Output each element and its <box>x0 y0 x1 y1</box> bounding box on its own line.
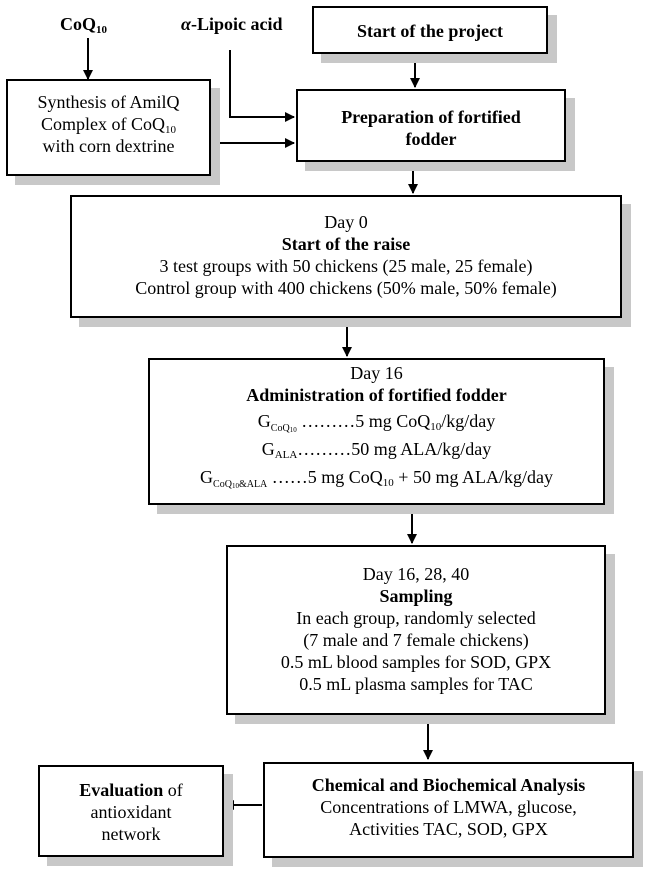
lipoic-acid-text: -Lipoic acid <box>190 14 283 34</box>
dose-row-ala-g: G <box>261 439 275 459</box>
dose-row-coq10-dots: ………5 mg CoQ <box>296 411 431 431</box>
sampling-line-3: 0.5 mL blood samples for SOD, GPX <box>280 652 552 672</box>
synthesis-line-3: with corn dextrine <box>42 136 175 156</box>
synthesis-line-2-text: Complex of CoQ <box>41 114 165 134</box>
dose-row-coq10: GCoQ10 ………5 mg CoQ10/kg/day <box>150 410 603 434</box>
dose-row-coq10-rest: /kg/day <box>441 411 496 431</box>
dose-row-combined-gsub2: 10 <box>231 482 239 490</box>
evaluation-line-2: antioxidant <box>90 802 172 822</box>
dose-row-combined-gsub3: &ALA <box>238 479 268 490</box>
sampling-day: Day 16, 28, 40 <box>362 564 470 584</box>
dose-row-coq10-g: G <box>257 411 271 431</box>
coq10-label-text: CoQ <box>60 14 96 34</box>
synthesis-line-1: Synthesis of AmilQ <box>37 92 180 112</box>
dose-row-ala-rest: ………50 mg ALA/kg/day <box>297 439 492 459</box>
day0-line-1: 3 test groups with 50 chickens (25 male,… <box>159 256 533 276</box>
sampling-line-2: (7 male and 7 female chickens) <box>303 630 529 650</box>
day16-day: Day 16 <box>350 363 403 383</box>
evaluation-box: Evaluation of antioxidant network <box>38 765 224 857</box>
day16-title: Administration of fortified fodder <box>246 385 507 405</box>
evaluation-line-3: network <box>101 824 161 844</box>
start-project-box: Start of the project <box>312 6 548 54</box>
dose-row-coq10-gsub-text: CoQ <box>270 423 290 434</box>
day16-box: Day 16 Administration of fortified fodde… <box>148 358 605 505</box>
dose-row-combined-g: G <box>200 467 214 487</box>
dose-row-coq10-sub: 10 <box>430 421 442 433</box>
dose-row-combined-gsub: CoQ10&ALA <box>213 479 267 490</box>
synthesis-line-2-sub: 10 <box>165 124 176 136</box>
day0-day: Day 0 <box>324 212 368 232</box>
dose-row-combined: GCoQ10&ALA ……5 mg CoQ10 + 50 mg ALA/kg/d… <box>150 466 603 490</box>
dose-row-combined-rest: + 50 mg ALA/kg/day <box>393 467 553 487</box>
sampling-title: Sampling <box>379 586 453 606</box>
dose-row-combined-sub: 10 <box>382 477 394 489</box>
evaluation-line-1: Evaluation of <box>40 779 222 801</box>
day0-box: Day 0 Start of the raise 3 test groups w… <box>70 195 622 318</box>
preparation-line-2: fodder <box>405 129 457 149</box>
alpha-symbol: α <box>181 14 191 34</box>
analysis-line-2: Activities TAC, SOD, GPX <box>349 819 548 839</box>
lipoic-acid-label: α-Lipoic acid <box>181 14 282 35</box>
sampling-line-4: 0.5 mL plasma samples for TAC <box>299 674 533 694</box>
dose-row-combined-gsub-text: CoQ <box>213 479 232 490</box>
coq10-label: CoQ10 <box>60 14 107 36</box>
synthesis-line-2: Complex of CoQ10 <box>8 113 209 136</box>
dose-row-combined-dots: ……5 mg CoQ <box>267 467 383 487</box>
preparation-line-1: Preparation of fortified <box>341 107 521 127</box>
analysis-line-1: Concentrations of LMWA, glucose, <box>320 797 577 817</box>
evaluation-rest: of <box>163 780 183 800</box>
evaluation-bold: Evaluation <box>79 780 164 800</box>
analysis-title: Chemical and Biochemical Analysis <box>311 775 586 795</box>
dose-row-ala: GALA………50 mg ALA/kg/day <box>150 438 603 461</box>
day0-line-2: Control group with 400 chickens (50% mal… <box>135 278 557 298</box>
sampling-box: Day 16, 28, 40 Sampling In each group, r… <box>226 545 606 715</box>
analysis-box: Chemical and Biochemical Analysis Concen… <box>263 762 634 858</box>
day0-title: Start of the raise <box>281 234 411 254</box>
synthesis-box: Synthesis of AmilQ Complex of CoQ10 with… <box>6 79 211 176</box>
arrow-lipoic-to-prep <box>229 50 295 122</box>
start-project-text: Start of the project <box>356 21 504 41</box>
dose-row-coq10-gsub: CoQ10 <box>271 423 297 434</box>
dose-row-coq10-gsub2: 10 <box>289 426 297 434</box>
dose-row-ala-gsub: ALA <box>274 449 298 461</box>
preparation-box: Preparation of fortified fodder <box>296 89 566 162</box>
sampling-line-1: In each group, randomly selected <box>296 608 536 628</box>
coq10-label-sub: 10 <box>96 24 107 36</box>
